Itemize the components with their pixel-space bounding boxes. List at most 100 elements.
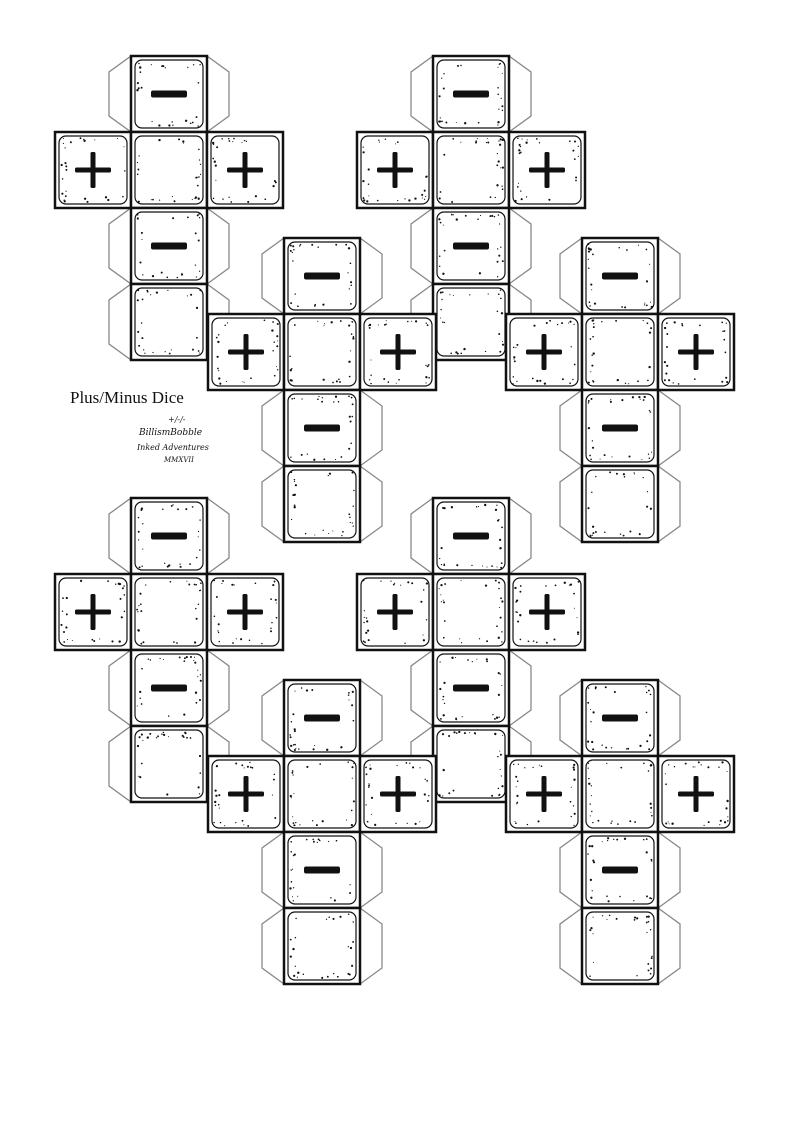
dice-net (206, 236, 438, 544)
plus-symbol (678, 776, 714, 812)
minus-symbol (453, 532, 489, 540)
die-face-lower (431, 206, 511, 286)
die-face-bottom (431, 282, 511, 362)
die-face-left (504, 312, 584, 392)
glue-tab (410, 497, 434, 575)
minus-symbol (602, 424, 638, 432)
glue-tab (108, 207, 132, 285)
glue-tab (559, 679, 583, 757)
die-face-center (431, 130, 511, 210)
sheet-author: BillismBobble (139, 428, 203, 438)
glue-tab (108, 55, 132, 133)
glue-tab (261, 907, 285, 985)
glue-tab (206, 207, 230, 285)
minus-symbol (602, 866, 638, 874)
glue-tab (359, 465, 383, 543)
die-face-center (129, 130, 209, 210)
die-face-lower (129, 648, 209, 728)
die-face-center (580, 312, 660, 392)
glue-tab (508, 55, 532, 133)
glue-tab (206, 649, 230, 727)
minus-symbol (304, 424, 340, 432)
dice-net (355, 496, 587, 804)
die-face-center (129, 572, 209, 652)
die-face-top (282, 236, 362, 316)
die-face-bottom (580, 906, 660, 986)
plus-symbol (377, 594, 413, 630)
glue-tab (508, 207, 532, 285)
die-face-left (206, 754, 286, 834)
die-face-lower (282, 830, 362, 910)
dice-net (355, 54, 587, 362)
die-face-top (282, 678, 362, 758)
die-face-lower (431, 648, 511, 728)
glue-tab (410, 207, 434, 285)
plus-symbol (377, 152, 413, 188)
plus-symbol (526, 776, 562, 812)
glue-tab (657, 907, 681, 985)
die-face-center (282, 312, 362, 392)
glue-tab (559, 389, 583, 467)
die-face-bottom (431, 724, 511, 804)
glue-tab (108, 725, 132, 803)
glue-tab (108, 497, 132, 575)
sheet-symbols: +/-/- (168, 415, 186, 424)
minus-symbol (151, 532, 187, 540)
glue-tab (508, 649, 532, 727)
plus-symbol (228, 776, 264, 812)
die-face-left (504, 754, 584, 834)
plus-symbol (380, 776, 416, 812)
glue-tab (206, 497, 230, 575)
glue-tab (108, 649, 132, 727)
minus-symbol (151, 242, 187, 250)
die-face-left (53, 130, 133, 210)
die-face-center (282, 754, 362, 834)
minus-symbol (151, 90, 187, 98)
die-face-lower (580, 830, 660, 910)
glue-tab (559, 237, 583, 315)
glue-tab (657, 831, 681, 909)
die-face-lower (282, 388, 362, 468)
die-face-center (431, 572, 511, 652)
die-face-bottom (282, 906, 362, 986)
sheet-title: Plus/Minus Dice (70, 388, 184, 407)
die-face-right (656, 754, 736, 834)
minus-symbol (602, 272, 638, 280)
glue-tab (657, 679, 681, 757)
glue-tab (410, 55, 434, 133)
glue-tab (359, 237, 383, 315)
die-face-top (431, 496, 511, 576)
plus-symbol (75, 594, 111, 630)
die-face-bottom (129, 724, 209, 804)
plus-symbol (227, 152, 263, 188)
glue-tab (657, 389, 681, 467)
die-face-top (431, 54, 511, 134)
die-face-bottom (282, 464, 362, 544)
glue-tab (359, 679, 383, 757)
plus-symbol (75, 152, 111, 188)
glue-tab (206, 55, 230, 133)
die-face-lower (580, 388, 660, 468)
die-face-bottom (129, 282, 209, 362)
die-face-bottom (580, 464, 660, 544)
glue-tab (108, 283, 132, 361)
glue-tab (359, 831, 383, 909)
die-face-lower (129, 206, 209, 286)
glue-tab (261, 389, 285, 467)
plus-symbol (529, 594, 565, 630)
glue-tab (261, 237, 285, 315)
dice-net (53, 54, 285, 362)
glue-tab (559, 831, 583, 909)
glue-tab (657, 237, 681, 315)
die-face-right (507, 572, 587, 652)
minus-symbol (453, 242, 489, 250)
glue-tab (559, 907, 583, 985)
die-face-right (507, 130, 587, 210)
minus-symbol (304, 714, 340, 722)
minus-symbol (453, 684, 489, 692)
plus-symbol (678, 334, 714, 370)
glue-tab (359, 907, 383, 985)
dice-net (206, 678, 438, 986)
die-face-left (355, 130, 435, 210)
